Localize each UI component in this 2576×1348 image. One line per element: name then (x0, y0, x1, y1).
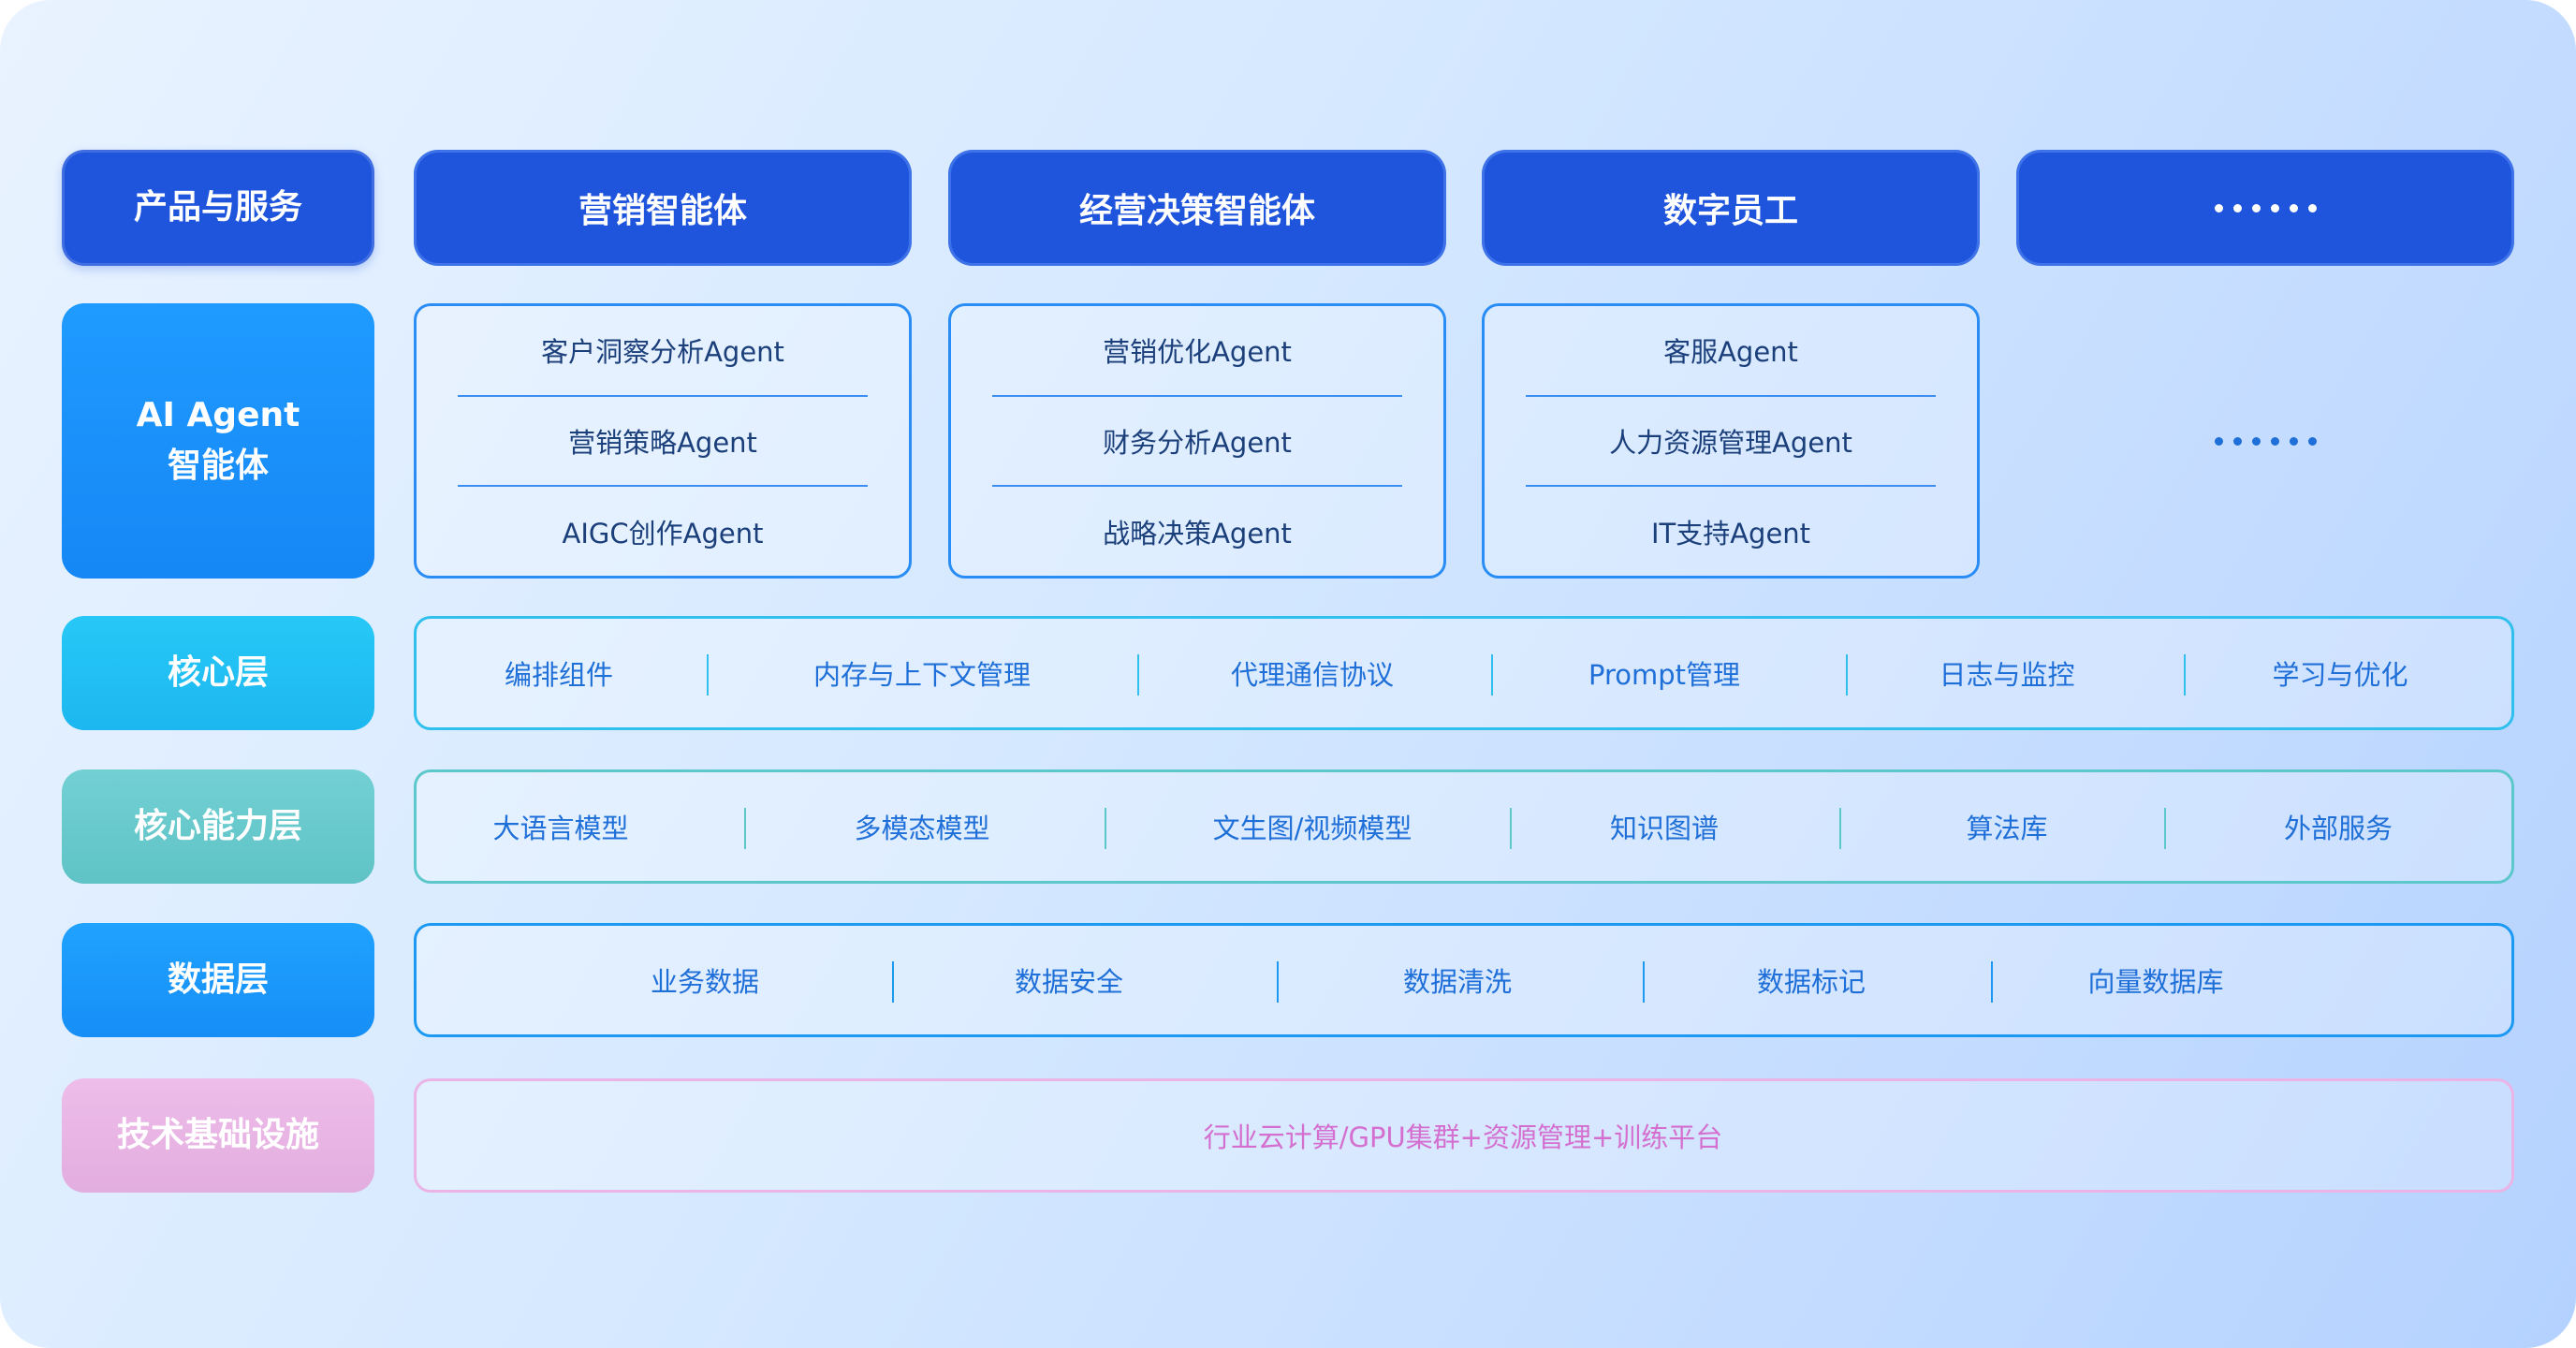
divider (1846, 654, 1848, 696)
divider (1510, 808, 1512, 849)
divider (1839, 808, 1841, 849)
agent-group-digital-employee: 客服Agent 人力资源管理Agent IT支持Agent (1482, 303, 1980, 579)
capability-layer-box: 大语言模型 多模态模型 文生图/视频模型 知识图谱 算法库 外部服务 (414, 769, 2514, 884)
agent-group-more (2016, 303, 2514, 579)
capability-item: 大语言模型 (492, 813, 629, 844)
row-label-product-text: 产品与服务 (133, 188, 302, 227)
row-label-agents-line2: 智能体 (167, 447, 269, 485)
product-decision-agent-text: 经营决策智能体 (1078, 192, 1315, 230)
product-decision-agent: 经营决策智能体 (948, 150, 1446, 266)
divider (1137, 654, 1139, 696)
core-item: 编排组件 (504, 659, 614, 691)
infra-content: 行业云计算/GPU集群+资源管理+训练平台 (1203, 1121, 1723, 1153)
row-label-agents-line1: AI Agent (136, 396, 300, 434)
data-item: 业务数据 (650, 966, 760, 998)
agent-group-marketing: 客户洞察分析Agent 营销策略Agent AIGC创作Agent (414, 303, 912, 579)
row-label-agents: AI Agent 智能体 (62, 303, 374, 579)
core-item: Prompt管理 (1588, 659, 1741, 691)
product-more (2016, 150, 2514, 266)
data-layer-box: 业务数据 数据安全 数据清洗 数据标记 向量数据库 (414, 923, 2514, 1037)
divider (2164, 808, 2166, 849)
divider (1105, 808, 1106, 849)
capability-item: 知识图谱 (1609, 813, 1720, 844)
agent-item: 客服Agent (1663, 336, 1798, 369)
agent-item: 战略决策Agent (1103, 517, 1292, 549)
data-item: 数据标记 (1756, 966, 1866, 998)
row-label-infra: 技术基础设施 (62, 1078, 374, 1193)
divider (1491, 654, 1493, 696)
product-digital-employee-text: 数字员工 (1662, 192, 1798, 230)
divider (1526, 485, 1936, 488)
divider (458, 485, 868, 488)
divider (892, 961, 894, 1003)
row-label-core-text: 核心层 (167, 653, 269, 692)
ellipsis-icon (2214, 203, 2317, 212)
divider (992, 485, 1402, 488)
divider (1991, 961, 1993, 1003)
agent-item: 客户洞察分析Agent (541, 336, 784, 369)
divider (744, 808, 746, 849)
agent-item: AIGC创作Agent (562, 517, 764, 549)
divider (1643, 961, 1645, 1003)
row-label-product: 产品与服务 (62, 150, 374, 266)
core-item: 代理通信协议 (1230, 659, 1395, 691)
row-label-infra-text: 技术基础设施 (116, 1116, 319, 1154)
core-item: 内存与上下文管理 (812, 659, 1032, 691)
divider (992, 394, 1402, 397)
agent-item: 人力资源管理Agent (1609, 427, 1852, 459)
divider (2184, 654, 2186, 696)
product-marketing-agent: 营销智能体 (414, 150, 912, 266)
divider (707, 654, 709, 696)
capability-item: 多模态模型 (854, 813, 990, 844)
data-item: 数据安全 (1014, 966, 1124, 998)
agent-item: 营销优化Agent (1103, 336, 1292, 369)
agent-group-decision: 营销优化Agent 财务分析Agent 战略决策Agent (948, 303, 1446, 579)
row-label-capability-text: 核心能力层 (133, 807, 302, 845)
capability-item: 外部服务 (2283, 813, 2393, 844)
agent-item: 营销策略Agent (568, 427, 757, 459)
capability-item: 算法库 (1966, 813, 2048, 844)
agent-item: IT支持Agent (1650, 517, 1811, 549)
data-item: 向量数据库 (2087, 966, 2224, 998)
core-layer-box: 编排组件 内存与上下文管理 代理通信协议 Prompt管理 日志与监控 学习与优… (414, 616, 2514, 730)
infra-layer-box: 行业云计算/GPU集群+资源管理+训练平台 (414, 1078, 2514, 1193)
divider (458, 394, 868, 397)
row-label-capability: 核心能力层 (62, 769, 374, 884)
ellipsis-icon (2214, 436, 2317, 446)
capability-item: 文生图/视频模型 (1212, 813, 1412, 844)
divider (1277, 961, 1279, 1003)
product-marketing-agent-text: 营销智能体 (578, 192, 747, 230)
row-label-data-text: 数据层 (167, 960, 269, 999)
core-item: 日志与监控 (1939, 659, 2075, 691)
data-item: 数据清洗 (1402, 966, 1513, 998)
row-label-data: 数据层 (62, 923, 374, 1037)
core-item: 学习与优化 (2272, 659, 2408, 691)
divider (1526, 394, 1936, 397)
agent-item: 财务分析Agent (1103, 427, 1292, 459)
row-label-core: 核心层 (62, 616, 374, 730)
product-digital-employee: 数字员工 (1482, 150, 1980, 266)
